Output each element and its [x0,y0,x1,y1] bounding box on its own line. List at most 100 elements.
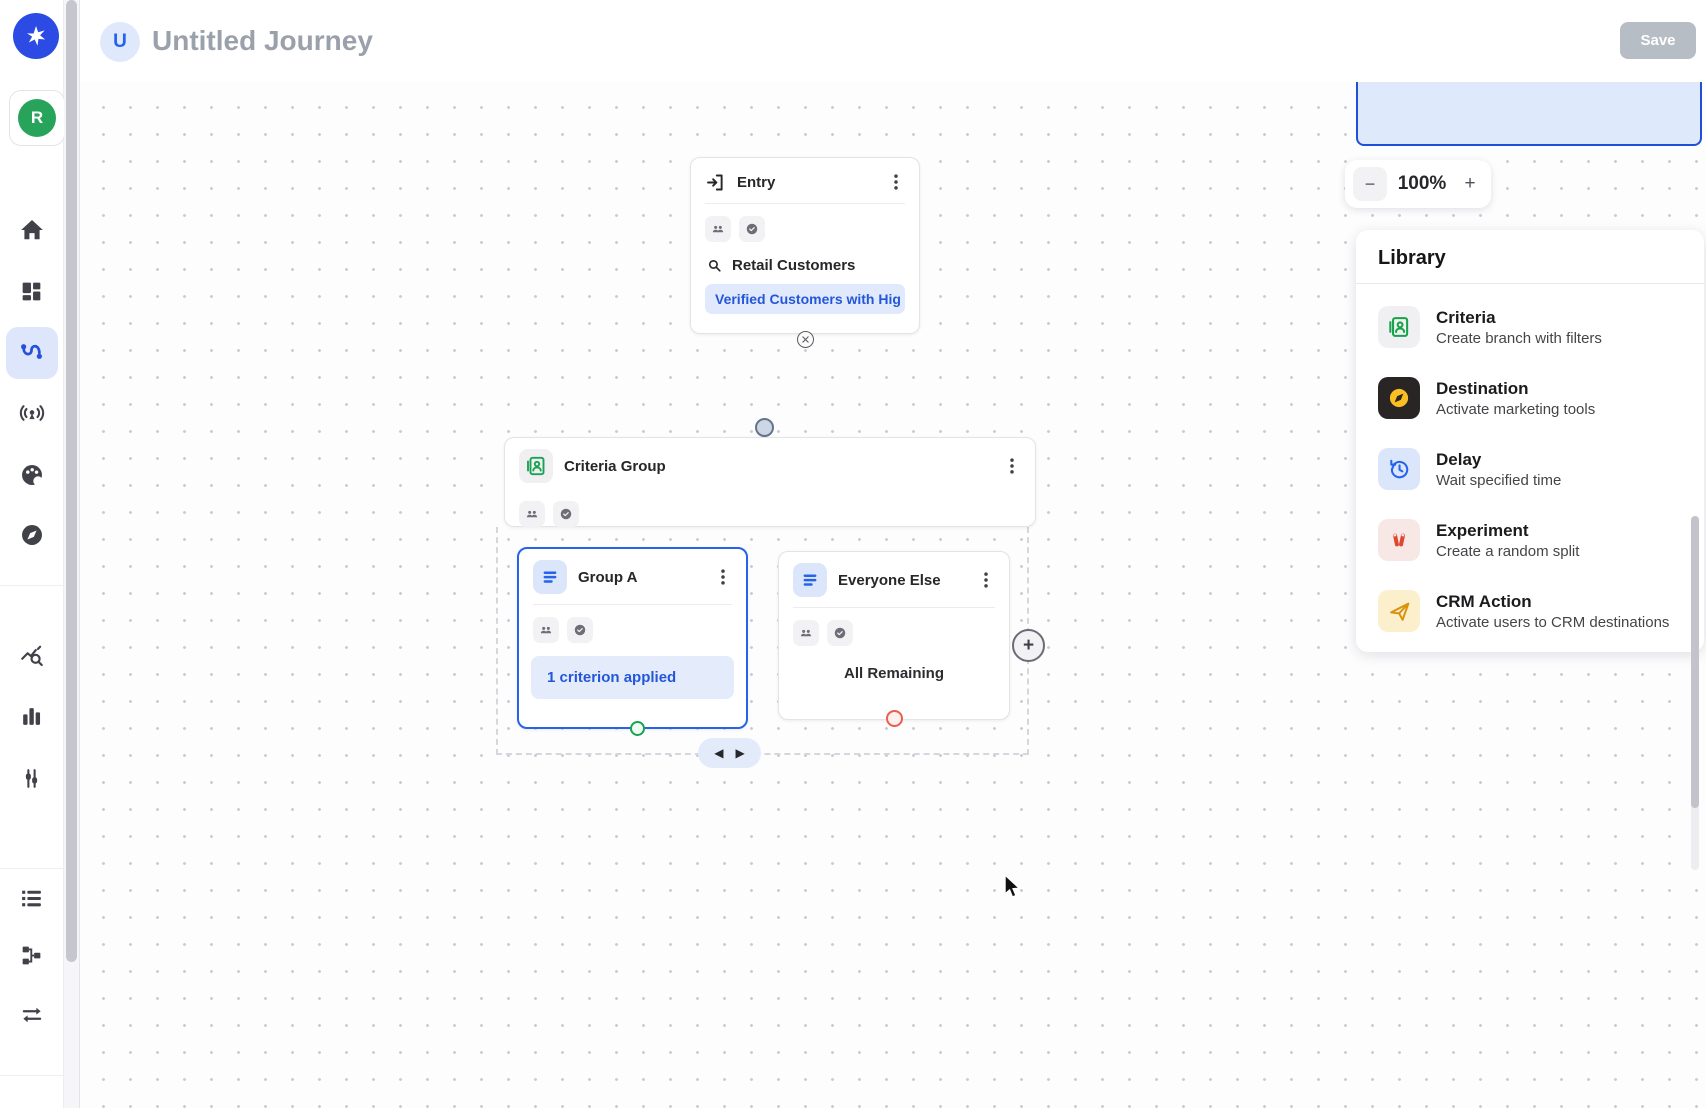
sidebar-item-bar-chart[interactable] [6,690,58,742]
sitemap-icon [22,946,41,964]
check-circle-icon [746,223,758,235]
library-item-delay[interactable]: Delay Wait specified time [1378,448,1682,490]
entry-audience-label: Retail Customers [732,257,856,274]
scrollbar-thumb[interactable] [66,0,77,962]
library-item-name: Destination [1436,378,1529,398]
divider [533,604,732,605]
branch-icon [533,560,567,594]
zoom-control: − 100% + [1345,160,1491,208]
audience-count-chip[interactable] [533,617,559,643]
sliders-icon [25,768,38,788]
branch-icon [793,563,827,597]
library-item-name: Delay [1436,449,1482,469]
library-item-name: Experiment [1436,520,1529,540]
search-icon [708,259,721,272]
palette-icon [21,465,43,486]
destination-icon [1378,377,1420,419]
zoom-level: 100% [1397,173,1447,194]
check-circle-icon [574,624,586,636]
entry-node[interactable]: Entry Retail Customers Verified Customer… [690,157,920,334]
library-item-crm-action[interactable]: CRM Action Activate users to CRM destina… [1378,590,1682,632]
status-chip[interactable] [553,501,579,527]
sidebar-item-lists[interactable] [6,872,58,924]
sidebar-item-analytics[interactable] [6,630,58,682]
pager-next-button[interactable]: ▶ [735,746,745,760]
spark-icon [27,26,46,46]
bar-chart-icon [23,707,41,725]
zoom-in-button[interactable]: + [1457,173,1483,195]
divider [705,203,905,204]
node-menu-button[interactable] [885,171,907,193]
library-item-name: Criteria [1436,307,1496,327]
node-title: Group A [578,568,638,586]
avatar: R [18,99,56,137]
criterion-applied-chip[interactable]: 1 criterion applied [531,656,734,699]
save-button[interactable]: Save [1620,22,1696,59]
library-item-destination[interactable]: Destination Activate marketing tools [1378,377,1682,419]
broadcast-icon [19,405,44,421]
home-icon [20,220,43,240]
crm-action-icon [1378,590,1420,632]
status-chip[interactable] [827,620,853,646]
audience-count-chip[interactable] [519,501,545,527]
sidebar-divider [0,585,64,586]
pager-prev-button[interactable]: ◀ [714,746,724,760]
sidebar-item-dashboard[interactable] [6,265,58,317]
scrollbar-thumb[interactable] [1691,516,1699,808]
everyone-else-output-connector[interactable] [886,710,903,727]
status-chip[interactable] [567,617,593,643]
entry-output-connector[interactable] [797,331,814,348]
journey-title[interactable]: Untitled Journey [152,25,373,56]
swap-arrows-icon [22,1007,41,1023]
sidebar-item-explore[interactable] [6,509,58,561]
all-remaining-label: All Remaining [843,665,944,682]
journey-icon [21,343,42,359]
node-menu-button[interactable] [1001,455,1023,477]
add-branch-button[interactable]: + [1012,629,1045,662]
entry-criteria-chip[interactable]: Verified Customers with Hig [705,284,905,314]
library-item-experiment[interactable]: Experiment Create a random split [1378,519,1682,561]
audience-count-chip[interactable] [705,216,731,242]
analytics-search-icon [20,645,43,667]
criteria-icon [1378,306,1420,348]
sidebar-item-swap[interactable] [6,989,58,1041]
people-icon [800,629,812,637]
entry-icon [707,174,723,190]
library-item-desc: Wait specified time [1436,472,1562,490]
criteria-icon [519,449,553,483]
minimap-viewport[interactable] [1356,74,1702,146]
node-title: Criteria Group [564,457,666,475]
sidebar-item-home[interactable] [6,204,58,256]
sidebar-item-palette[interactable] [6,449,58,501]
criteria-group-node[interactable]: Criteria Group [504,437,1036,527]
experiment-icon [1378,519,1420,561]
app-logo[interactable] [13,13,59,59]
compass-icon [21,525,42,545]
divider [1356,283,1704,284]
sidebar-item-broadcast[interactable] [6,387,58,439]
workspace-avatar[interactable]: R [9,90,65,146]
sidebar-item-filters[interactable] [6,752,58,804]
top-bar [80,0,1706,82]
sidebar-item-flow[interactable] [6,929,58,981]
group-a-output-connector[interactable] [630,721,645,736]
people-icon [712,225,724,233]
status-chip[interactable] [739,216,765,242]
everyone-else-node[interactable]: Everyone Else All Remaining [778,551,1010,720]
node-menu-button[interactable] [712,566,734,588]
audience-count-chip[interactable] [793,620,819,646]
dashboard-icon [22,282,41,300]
library-item-name: CRM Action [1436,591,1532,611]
close-icon [802,336,809,343]
library-item-criteria[interactable]: Criteria Create branch with filters [1378,306,1682,348]
library-item-desc: Create a random split [1436,543,1580,561]
people-icon [526,510,538,518]
group-a-node[interactable]: Group A 1 criterion applied [517,547,748,729]
node-menu-button[interactable] [975,569,997,591]
criteria-input-connector[interactable] [755,418,774,437]
sidebar-scrollbar[interactable] [64,0,80,1108]
sidebar: R [0,0,65,1108]
sidebar-item-journeys[interactable] [5,327,58,379]
library-scrollbar[interactable] [1691,516,1699,870]
zoom-out-button[interactable]: − [1353,167,1387,201]
